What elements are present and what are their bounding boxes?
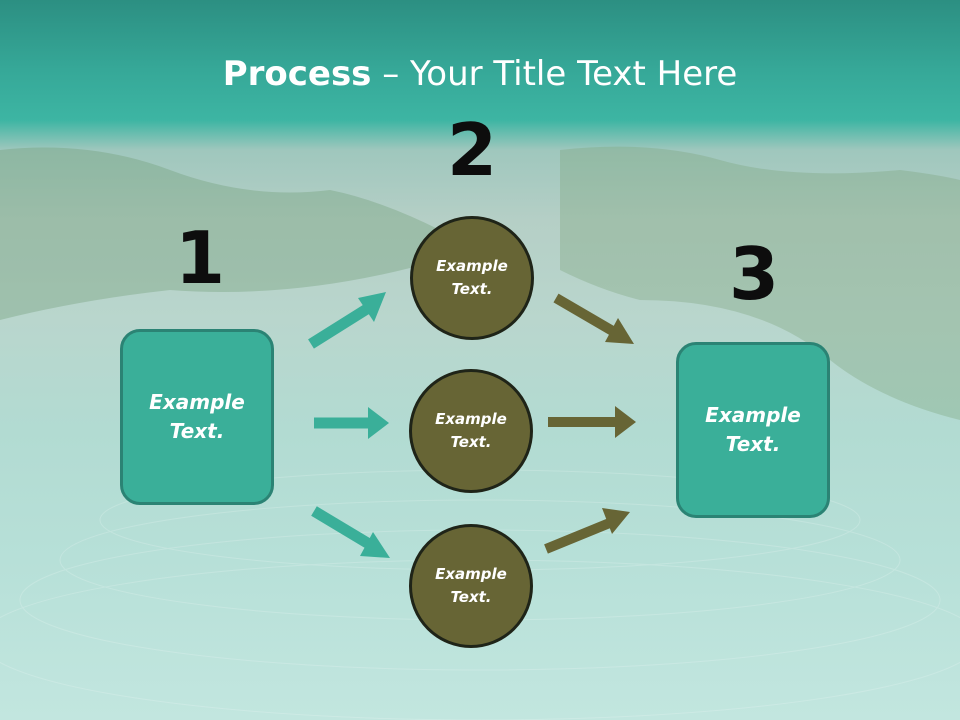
right-box-line1: Example <box>705 403 801 427</box>
left-step-box: Example Text. <box>120 329 274 505</box>
arrow-to-circle-3 <box>311 506 390 558</box>
circle-bottom-line1: Example <box>435 565 507 583</box>
step-number-2: 2 <box>446 108 498 192</box>
arrow-to-circle-2 <box>314 407 389 439</box>
circle-bottom-line2: Text. <box>450 588 492 606</box>
step-number-1: 1 <box>174 216 226 300</box>
right-box-line2: Text. <box>725 432 781 456</box>
circle-center-line2: Text. <box>450 433 492 451</box>
middle-circle-top: Example Text. <box>410 216 534 340</box>
arrow-from-circle-3 <box>544 508 630 554</box>
title-bold: Process <box>222 54 372 94</box>
middle-circle-bottom: Example Text. <box>409 524 533 648</box>
arrow-from-circle-2 <box>548 406 636 438</box>
arrow-from-circle-1 <box>553 293 634 344</box>
left-box-line2: Text. <box>169 419 225 443</box>
left-box-line1: Example <box>149 390 245 414</box>
right-step-box: Example Text. <box>676 342 830 518</box>
circle-top-line1: Example <box>436 257 508 275</box>
arrow-to-circle-1 <box>308 292 386 349</box>
title-rest: – Your Title Text Here <box>371 54 738 94</box>
circle-top-line2: Text. <box>451 280 493 298</box>
circle-center-line1: Example <box>435 410 507 428</box>
step-number-3: 3 <box>728 232 780 316</box>
middle-circle-center: Example Text. <box>409 369 533 493</box>
slide-title: Process – Your Title Text Here <box>0 52 960 96</box>
